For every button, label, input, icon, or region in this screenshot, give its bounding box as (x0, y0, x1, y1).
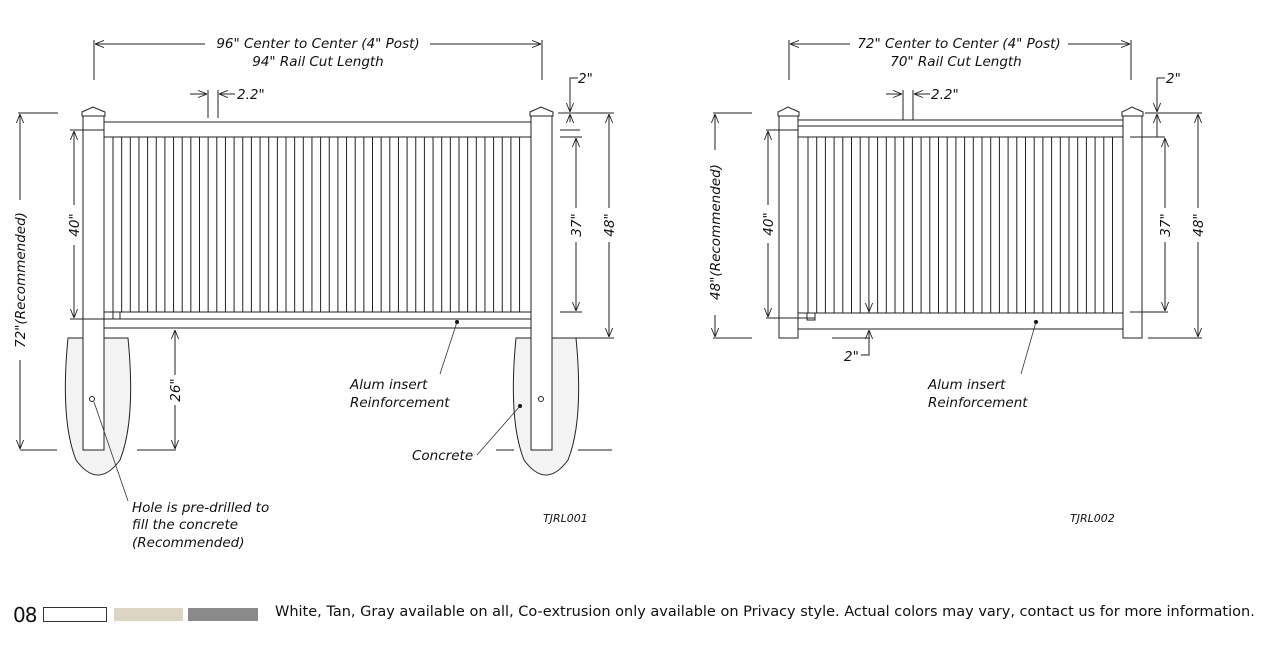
bottom-offset-label: 2" (844, 349, 859, 365)
dimension-line (1157, 77, 1165, 112)
color-swatch-gray (188, 608, 258, 621)
top-rail (103, 121, 532, 138)
post-cap (1121, 106, 1144, 117)
top-offset-label: 2" (1166, 71, 1181, 87)
top-offset-label: 2" (578, 71, 593, 87)
dim-48-label: 48" (1191, 213, 1207, 236)
pre-drilled-hole (89, 396, 95, 402)
dim-40-label: 40" (67, 213, 83, 236)
top-rail (797, 119, 1124, 138)
drawing-code: TJRL002 (1070, 512, 1115, 525)
picket-stop (112, 311, 121, 320)
post-cap (529, 106, 554, 117)
dimension-line (570, 77, 578, 112)
alum-insert-label: Alum insert (349, 377, 428, 393)
hole-note-line2: fill the concrete (132, 517, 238, 533)
alum-insert-label: Alum insert (927, 377, 1006, 393)
post-cap (81, 106, 106, 117)
post-right (530, 115, 553, 451)
right-fence-drawing: 72" Center to Center (4" Post) 70" Rail … (708, 36, 1207, 525)
color-swatch-tan (114, 608, 183, 621)
hole-note-line1: Hole is pre-drilled to (132, 500, 269, 516)
picket-gap-label: 2.2" (237, 87, 265, 103)
center-to-center-label: 96" Center to Center (4" Post) (216, 36, 419, 52)
color-availability-note: White, Tan, Gray available on all, Co-ex… (275, 604, 1255, 620)
pickets (112, 137, 521, 312)
post-left (82, 115, 105, 451)
reinforcement-label: Reinforcement (350, 395, 450, 411)
picket-gap-label: 2.2" (931, 87, 959, 103)
dim-26-label: 26" (168, 378, 184, 401)
dimension-line (861, 330, 869, 356)
color-swatch-white (43, 607, 107, 622)
reinforcement-label: Reinforcement (928, 395, 1028, 411)
bottom-rail (797, 312, 1124, 330)
hole-note-line3: (Recommended) (132, 535, 245, 551)
height-total-label: 72"(Recommended) (13, 212, 29, 348)
leader-line (1020, 321, 1037, 375)
post-left (778, 115, 799, 339)
leader-line (93, 401, 129, 502)
dim-37-label: 37" (1158, 213, 1174, 236)
center-to-center-label: 72" Center to Center (4" Post) (857, 36, 1060, 52)
rail-cut-label: 94" Rail Cut Length (252, 54, 384, 70)
post-right (1122, 115, 1143, 339)
picket-stop (806, 312, 816, 321)
pickets (807, 137, 1113, 313)
drawing-code: TJRL001 (543, 512, 588, 525)
post-cap (777, 106, 800, 117)
dim-48-label: 48" (602, 213, 618, 236)
dim-37-label: 37" (569, 213, 585, 236)
leader-line (476, 405, 521, 456)
height-total-label: 48"(Recommended) (708, 164, 724, 300)
dim-40-label: 40" (761, 212, 777, 235)
leader-line (439, 321, 458, 375)
page-number: 08 (13, 603, 37, 627)
bottom-rail (103, 318, 532, 329)
concrete-label: Concrete (412, 448, 473, 464)
left-fence-drawing: 96" Center to Center (4" Post) 94" Rail … (13, 36, 618, 551)
rail-cut-label: 70" Rail Cut Length (890, 54, 1022, 70)
pre-drilled-hole (538, 396, 544, 402)
